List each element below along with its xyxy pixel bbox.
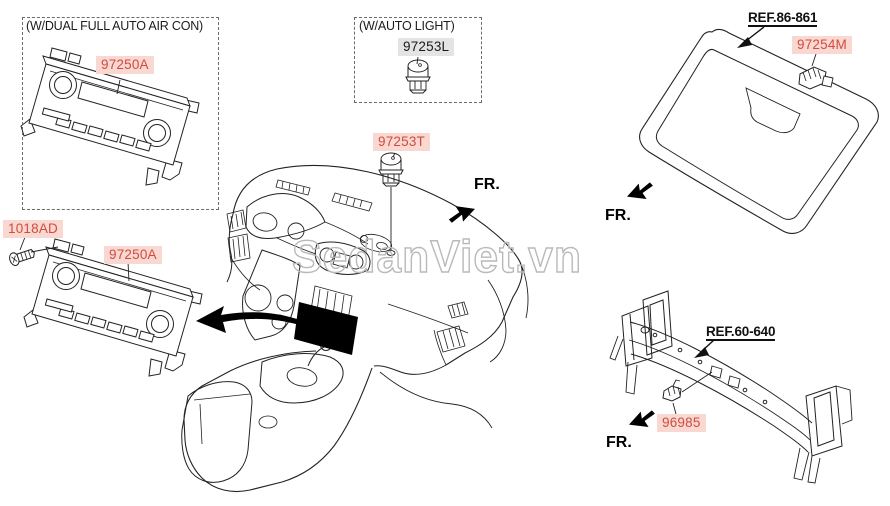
crossmember-drawing [609,290,853,484]
ref-label-windshield[interactable]: REF.86-861 [748,10,818,27]
ref-crossmember-pointer [694,339,715,358]
auto-light-sensor-leader [416,56,419,65]
install-direction-arrow [196,306,300,333]
watermark-text: SedanViet.vn [292,231,582,282]
ref-label-crossmember[interactable]: REF.60-640 [706,324,776,341]
windshield-drawing [639,28,879,234]
fr-arrow-crossmember [626,407,659,433]
ambient-sensor-drawing [662,379,682,402]
part-label-photo-sensor[interactable]: 97253T [373,133,430,151]
center-stack-opening [294,302,358,355]
part-label-screw[interactable]: 1018AD [3,220,63,238]
fr-arrow-windshield [624,179,657,205]
dashboard-drawing [181,164,529,493]
variant-title-auto-light: (W/AUTO LIGHT) [359,19,455,33]
sensor-mount-hole [386,250,396,256]
variant-box-dual-auto-aircon [22,17,219,210]
part-label-ambient-sensor[interactable]: 96985 [657,414,706,432]
part-label-heater-control-auto[interactable]: 97250A [96,56,154,74]
part-label-heater-control-main[interactable]: 97250A [104,246,162,264]
part-label-auto-light-sensor[interactable]: 97253L [398,38,455,56]
photo-sensor-leader [390,152,396,250]
ambient-sensor-leader [672,371,713,415]
heater-control-auto-drawing [20,47,200,186]
screw-leader-line [19,236,59,253]
part-label-windshield-bracket[interactable]: 97254M [792,36,852,54]
screw-drawing [9,248,35,266]
bracket-leader [811,53,817,67]
ref-windshield-pointer [737,26,765,48]
variant-box-auto-light [354,17,482,103]
fr-label-top: FR. [474,176,500,193]
fr-arrow-top [445,201,478,226]
windshield-bracket-drawing [798,66,834,90]
variant-title-dual-auto-aircon: (W/DUAL FULL AUTO AIR CON) [26,19,204,33]
fr-label-windshield: FR. [605,207,631,224]
heater-control-main-drawing [23,238,203,377]
fr-label-crossmember: FR. [606,434,632,451]
